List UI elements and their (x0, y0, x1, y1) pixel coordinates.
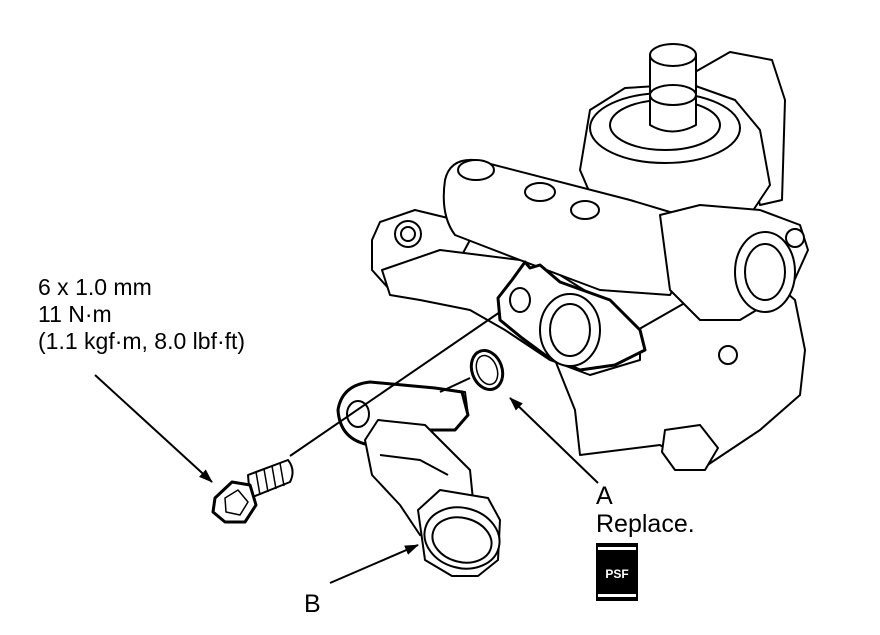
inlet-joint (336, 380, 501, 577)
callout-b-letter: B (304, 590, 321, 618)
torque-nm-label: 11 N·m (38, 301, 112, 327)
arrow-a (509, 397, 599, 484)
joint-axis-line (439, 377, 471, 393)
psf-can-rim-top (598, 547, 636, 550)
psf-text: PSF (605, 567, 628, 581)
torque-arrow (94, 374, 213, 483)
torque-alt-label: (1.1 kgf·m, 8.0 lbf·ft) (38, 328, 246, 354)
psf-can-body (596, 543, 638, 601)
flange-bolt (211, 459, 294, 524)
bolt-size-label: 6 x 1.0 mm (38, 274, 152, 300)
leader-lines (94, 311, 599, 584)
o-ring (469, 349, 505, 391)
arrow-b (329, 544, 419, 584)
bolt-axis-line (289, 311, 501, 457)
psf-fluid-icon: PSF (596, 543, 638, 601)
callout-a-letter: A (596, 482, 613, 510)
psf-can-rim-bottom (598, 594, 636, 597)
power-steering-pump (371, 43, 809, 471)
callout-a-note: Replace. (596, 510, 695, 538)
